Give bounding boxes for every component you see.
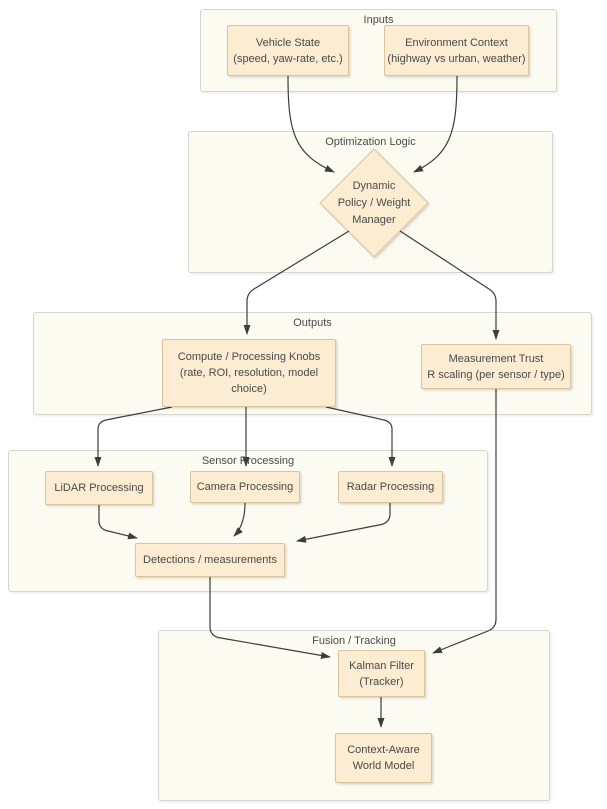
node-compute-knobs: Compute / Processing Knobs (rate, ROI, r… xyxy=(162,339,336,407)
group-optimization-logic-label: Optimization Logic xyxy=(325,136,416,148)
node-lidar-processing: LiDAR Processing xyxy=(45,471,153,505)
edge-environment-context-to-policy-manager xyxy=(413,75,458,173)
edge-radar-to-detections xyxy=(296,503,391,543)
diamond-policy-manager-shape xyxy=(319,148,429,258)
edge-camera-to-detections xyxy=(233,502,246,537)
node-context-aware-world-model: Context-Aware World Model xyxy=(335,733,432,783)
node-environment-context: Environment Context (highway vs urban, w… xyxy=(384,25,529,76)
node-radar-processing: Radar Processing xyxy=(338,471,443,503)
edge-lidar-to-detections xyxy=(98,505,138,540)
group-outputs-label: Outputs xyxy=(293,317,332,329)
edge-policy-manager-to-measurement-trust xyxy=(399,230,500,340)
node-measurement-trust: Measurement Trust R scaling (per sensor … xyxy=(421,344,571,389)
edge-detections-to-kalman-filter xyxy=(209,577,331,659)
node-camera-processing: Camera Processing xyxy=(190,471,300,503)
edge-policy-manager-to-compute-knobs xyxy=(243,230,350,335)
node-policy-manager: Dynamic Policy / Weight Manager xyxy=(337,180,411,226)
edge-vehicle-state-to-policy-manager xyxy=(287,75,335,173)
edge-compute-knobs-to-radar xyxy=(325,406,396,467)
edge-compute-knobs-to-lidar xyxy=(94,406,173,467)
node-detections-measurements: Detections / measurements xyxy=(135,543,285,577)
group-fusion-tracking-label: Fusion / Tracking xyxy=(312,635,396,647)
node-kalman-filter: Kalman Filter (Tracker) xyxy=(338,650,425,697)
node-vehicle-state: Vehicle State (speed, yaw-rate, etc.) xyxy=(227,25,349,76)
group-inputs-label: Inputs xyxy=(363,14,394,26)
edge-measurement-trust-to-kalman-filter xyxy=(432,389,497,654)
